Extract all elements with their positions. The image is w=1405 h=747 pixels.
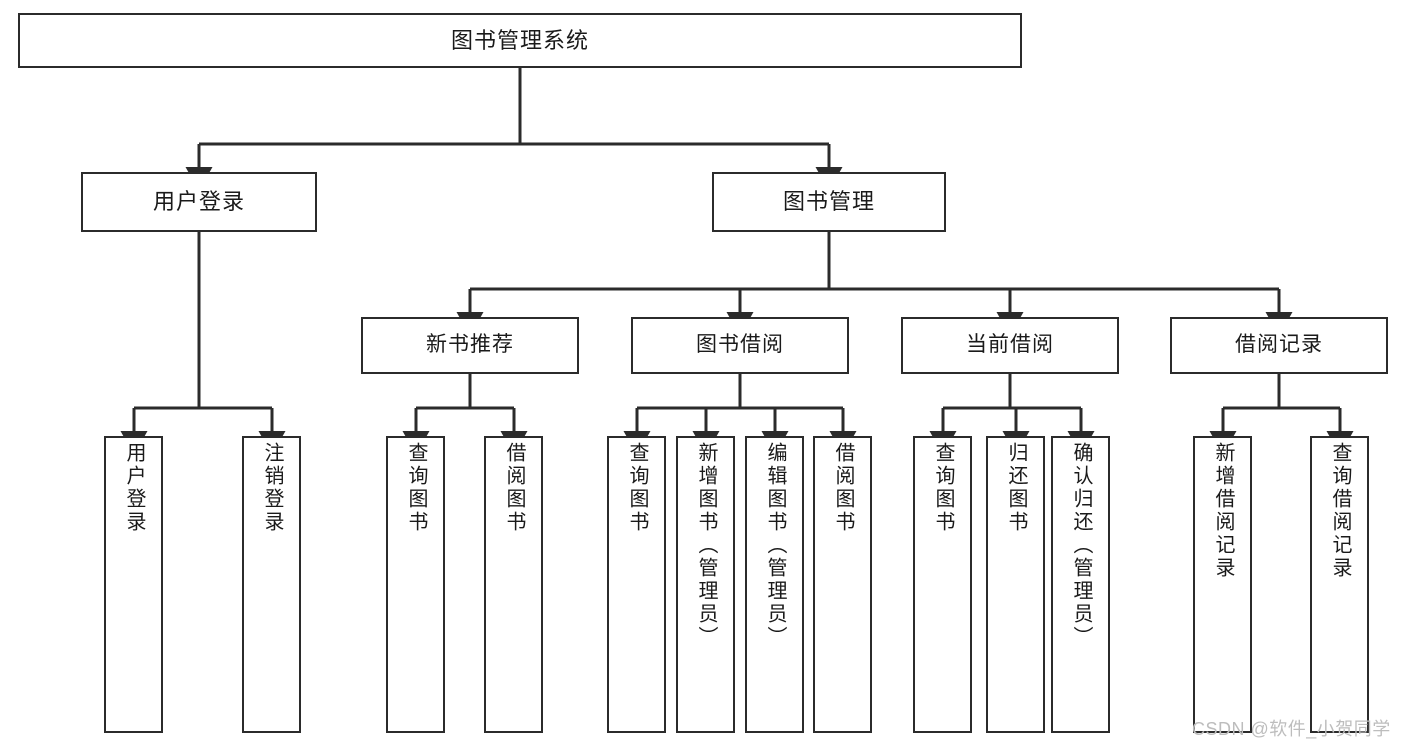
- node-label: 查询图书: [626, 442, 648, 534]
- node-l2-user-login: 用户登录: [81, 172, 317, 232]
- node-label: 借阅记录: [1235, 333, 1323, 357]
- node-label: 注销登录: [261, 442, 283, 534]
- node-l3-new-book-rec: 新书推荐: [361, 317, 579, 374]
- node-leaf-borrow-book-1: 借阅图书: [484, 436, 543, 733]
- node-leaf-query-book-3: 查询图书: [913, 436, 972, 733]
- node-label: 查询图书: [405, 442, 427, 534]
- node-label: 新增图书（管理员）: [695, 442, 717, 649]
- node-leaf-add-book: 新增图书（管理员）: [676, 436, 735, 733]
- node-leaf-confirm-return: 确认归还（管理员）: [1051, 436, 1110, 733]
- node-leaf-user-login: 用户登录: [104, 436, 163, 733]
- node-label: 查询借阅记录: [1329, 442, 1351, 580]
- node-label: 编辑图书（管理员）: [764, 442, 786, 649]
- node-l3-book-borrow: 图书借阅: [631, 317, 849, 374]
- node-l3-current-borrow: 当前借阅: [901, 317, 1119, 374]
- node-label: 查询图书: [932, 442, 954, 534]
- node-label: 借阅图书: [832, 442, 854, 534]
- node-label: 新增借阅记录: [1212, 442, 1234, 580]
- node-leaf-edit-book: 编辑图书（管理员）: [745, 436, 804, 733]
- node-leaf-borrow-book-2: 借阅图书: [813, 436, 872, 733]
- node-label: 确认归还（管理员）: [1070, 442, 1092, 649]
- connector-layer: [120, 68, 1354, 455]
- node-label: 归还图书: [1005, 442, 1027, 534]
- node-leaf-query-book-1: 查询图书: [386, 436, 445, 733]
- node-leaf-query-book-2: 查询图书: [607, 436, 666, 733]
- node-leaf-return-book: 归还图书: [986, 436, 1045, 733]
- node-label: 借阅图书: [503, 442, 525, 534]
- node-l2-book-mgmt: 图书管理: [712, 172, 946, 232]
- node-label: 当前借阅: [966, 333, 1054, 357]
- node-label: 用户登录: [123, 442, 145, 534]
- node-leaf-query-record: 查询借阅记录: [1310, 436, 1369, 733]
- node-l3-borrow-record: 借阅记录: [1170, 317, 1388, 374]
- node-leaf-logout-login: 注销登录: [242, 436, 301, 733]
- node-leaf-add-record: 新增借阅记录: [1193, 436, 1252, 733]
- node-label: 图书管理系统: [450, 27, 589, 53]
- node-root: 图书管理系统: [18, 13, 1022, 68]
- node-label: 用户登录: [152, 189, 245, 215]
- node-label: 图书管理: [782, 189, 875, 215]
- node-label: 新书推荐: [426, 333, 514, 357]
- node-label: 图书借阅: [696, 333, 784, 357]
